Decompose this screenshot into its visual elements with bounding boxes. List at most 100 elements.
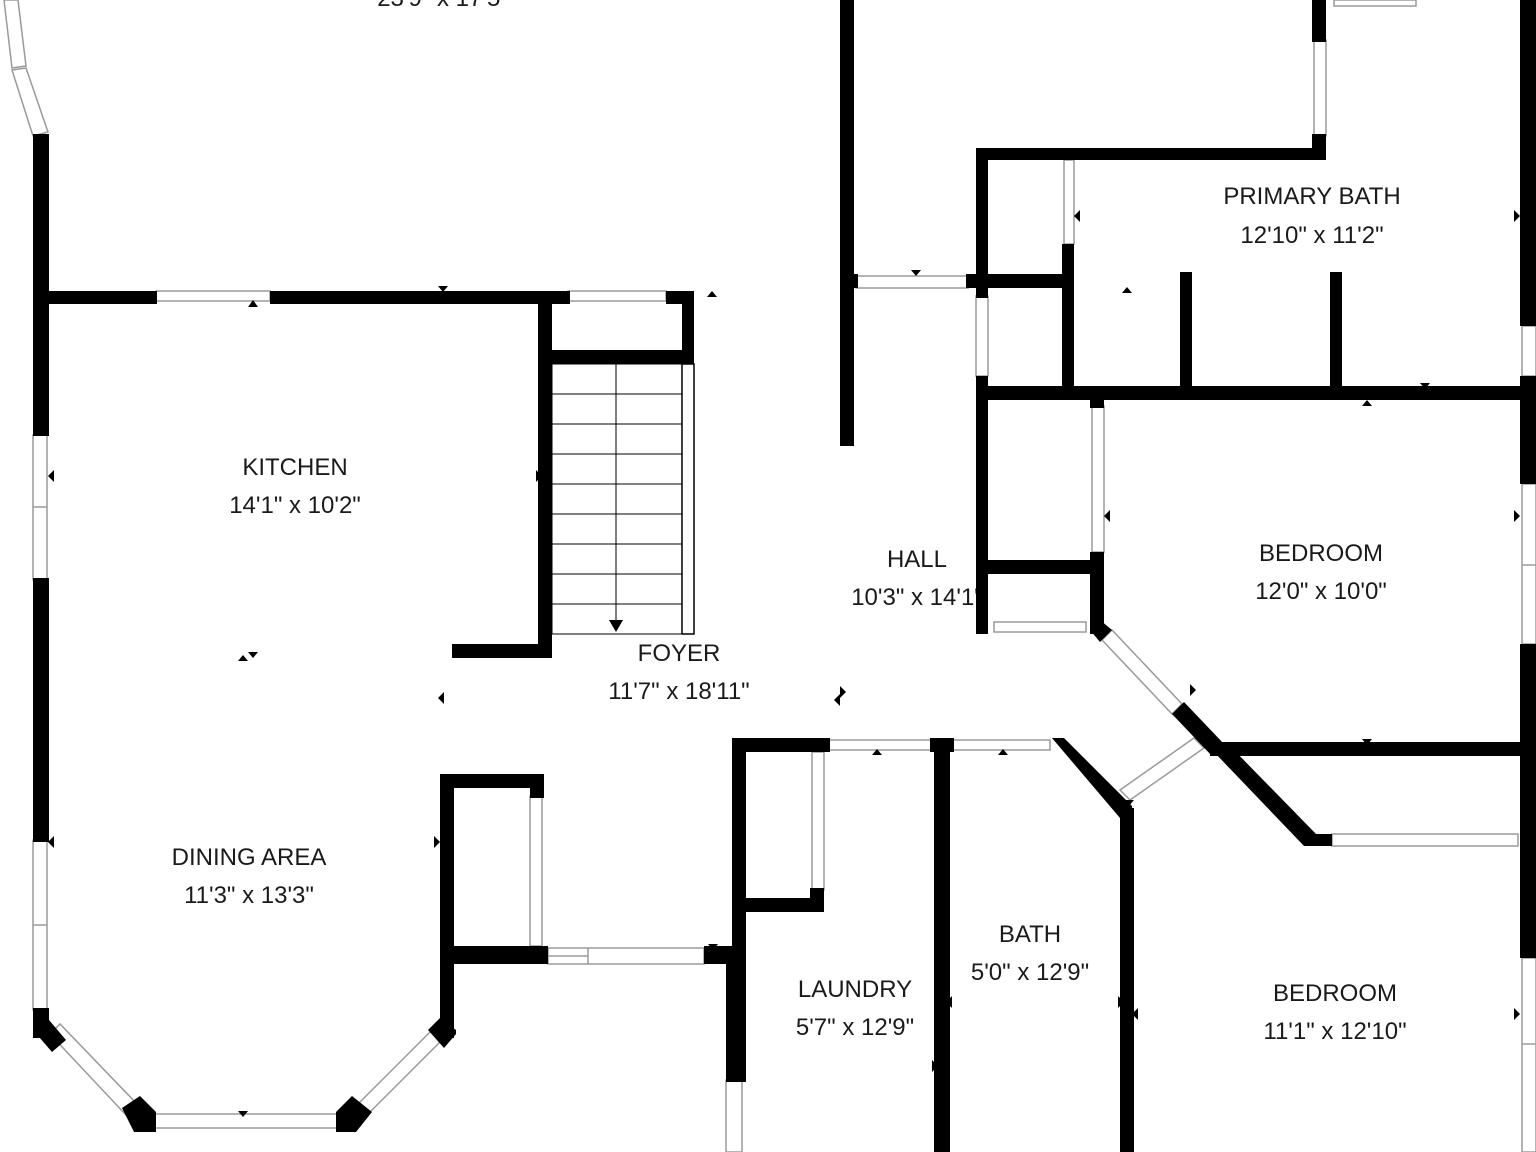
wall-bath-right <box>1120 808 1134 1152</box>
wall-right-mid-2 <box>1520 644 1536 958</box>
marker-icon <box>1514 510 1520 522</box>
opening-kitchen-top <box>155 290 271 302</box>
room-bedroom-2-dims: 11'1" x 12'10" <box>1263 1018 1406 1045</box>
room-foyer-name: FOYER <box>638 640 721 667</box>
room-bedroom-2-name: BEDROOM <box>1273 980 1397 1007</box>
wall-center-vertical <box>840 0 854 446</box>
window-primary-bath-right <box>1521 325 1536 377</box>
marker-icon <box>1122 287 1132 293</box>
marker-icon <box>708 944 718 950</box>
wall-laundry-closet-stub <box>810 888 824 912</box>
opening-hall-closet-bottom <box>993 621 1087 633</box>
wall-laundry-top <box>732 738 830 752</box>
room-primary-bath-name: PRIMARY BATH <box>1223 183 1400 210</box>
marker-icon <box>1118 996 1124 1008</box>
room-hall-dims: 10'3" x 14'1" <box>851 584 983 611</box>
marker-icon <box>872 749 882 755</box>
wall-kitchen-counter <box>452 644 552 658</box>
marker-icon <box>707 291 717 297</box>
room-hall-name: HALL <box>887 546 947 573</box>
wall-dining-closet-top <box>440 774 544 788</box>
room-dining-area-name: DINING AREA <box>172 844 327 871</box>
wall-bedroom2-diag <box>1214 746 1332 846</box>
wall-primary-bath-bottom <box>976 386 1536 400</box>
opening-bedroom1-closet <box>1091 405 1105 553</box>
wall-primary-bath-stub-top <box>1312 0 1326 42</box>
window-dining-bay-bottom <box>154 1113 338 1129</box>
opening-bath-top <box>951 739 1051 751</box>
room-bath-name: BATH <box>999 921 1061 948</box>
wall-right-mid-1 <box>1520 376 1536 484</box>
window-top-left-bay-upper <box>3 0 27 69</box>
wall-primary-bath-partition-1 <box>1180 272 1192 394</box>
wall-dining-closet-bottom <box>440 946 548 964</box>
window-bedroom2-right <box>1521 957 1536 1152</box>
wall-dining-bay-corner-left <box>33 1020 66 1052</box>
wall-left-mid <box>33 578 49 842</box>
marker-icon <box>434 836 440 848</box>
wall-dining-bay-corner-br <box>336 1096 372 1132</box>
room-bedroom-1-dims: 12'0" x 10'0" <box>1255 578 1387 605</box>
stair-outline <box>551 363 683 635</box>
wall-laundry-bath-divider <box>934 738 950 1152</box>
opening-laundry-closet <box>811 751 825 891</box>
top-room-dims-partial: 23'9" x 17'5" <box>377 0 509 12</box>
marker-icon <box>932 1060 938 1072</box>
room-dining-area-dims: 11'3" x 13'3" <box>184 882 314 909</box>
wall-hall-right-upper <box>976 148 988 298</box>
wall-bedroom1-closet-right <box>1090 552 1104 634</box>
window-dining-bay-right <box>354 1028 444 1118</box>
marker-icon <box>1362 739 1372 745</box>
opening-primary-bath-side <box>1313 39 1327 137</box>
wall-hall-closet-top <box>976 560 1104 574</box>
wall-bedroom1-corner <box>1090 620 1112 642</box>
opening-dining-closet <box>529 795 543 947</box>
wall-laundry-closet-bottom <box>732 898 824 912</box>
room-bedroom-1-name: BEDROOM <box>1259 540 1383 567</box>
staircase <box>551 363 683 635</box>
room-kitchen-name: KITCHEN <box>242 454 347 481</box>
door-bath-angled <box>1118 737 1206 801</box>
wall-primary-bath-top <box>976 148 1326 160</box>
marker-icon <box>1190 684 1196 696</box>
wall-bedroom1-closet-left <box>1090 400 1104 408</box>
marker-icon <box>438 286 448 292</box>
wall-dining-bay-corner-bl <box>122 1096 156 1132</box>
marker-icon <box>1514 210 1520 222</box>
room-laundry-name: LAUNDRY <box>798 976 912 1003</box>
stair-rail <box>681 363 695 635</box>
marker-icon <box>1132 1008 1138 1020</box>
marker-icon <box>48 836 54 848</box>
wall-primary-closet-divider <box>1062 244 1074 394</box>
opening-laundry-top <box>827 739 933 751</box>
wall-bedroom1-bottom <box>1210 742 1536 756</box>
wall-dining-closet-stub <box>530 774 544 798</box>
marker-icon <box>1074 210 1080 222</box>
wall-hall-top-right <box>966 274 1066 288</box>
door-bedroom1-angled <box>1100 628 1184 716</box>
room-bath-dims: 5'0" x 12'9" <box>971 959 1089 986</box>
room-laundry-dims: 5'7" x 12'9" <box>796 1014 914 1041</box>
marker-icon <box>1104 510 1110 522</box>
opening-bedroom2-top <box>1331 833 1519 847</box>
marker-icon <box>248 652 258 658</box>
marker-icon <box>1420 383 1430 389</box>
marker-icon <box>911 270 921 276</box>
opening-stair-top <box>567 290 667 302</box>
walls <box>33 0 1536 1152</box>
opening-closet-left <box>1063 159 1075 245</box>
marker-icon <box>1514 1008 1520 1020</box>
opening-closet-hall <box>975 295 989 377</box>
room-kitchen-dims: 14'1" x 10'2" <box>229 492 361 519</box>
room-primary-bath-dims: 12'10" x 11'2" <box>1240 222 1383 249</box>
dimension-markers <box>48 210 1520 1117</box>
marker-icon <box>238 655 248 661</box>
windows <box>3 0 1536 1152</box>
wall-dining-closet-left <box>440 774 454 1038</box>
marker-icon <box>998 749 1008 755</box>
opening-primary-bath-top <box>1333 0 1417 7</box>
window-top-left-bay-lower <box>11 67 49 137</box>
window-bedroom1-right <box>1521 483 1536 645</box>
wall-primary-bath-partition-2 <box>1330 272 1342 394</box>
